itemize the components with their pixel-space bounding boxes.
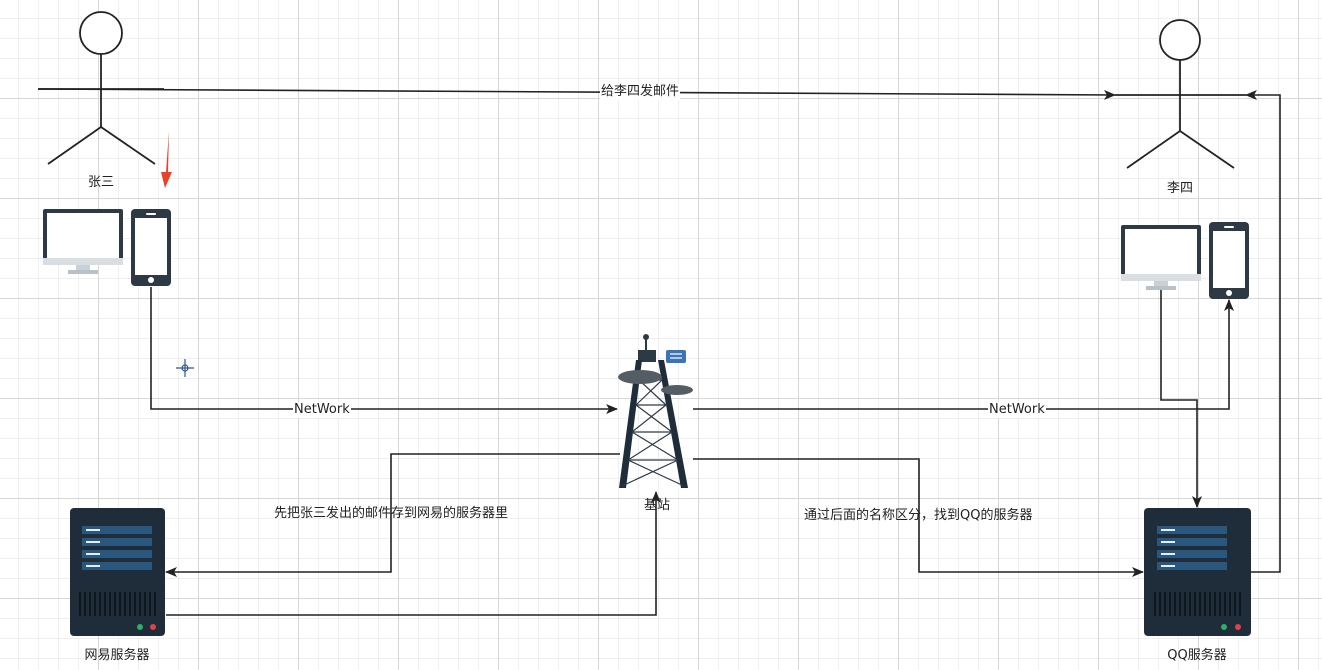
highlight-arrow-icon <box>161 131 172 188</box>
label-lisi: 李四 <box>1166 181 1194 196</box>
monitor-zhangsan-icon[interactable] <box>43 209 123 274</box>
edge-tower-to-lisi-phone[interactable] <box>693 299 1234 410</box>
label-tower: 基站 <box>643 498 671 513</box>
edge-qq-to-lisi[interactable] <box>1245 90 1281 573</box>
label-netease-server: 网易服务器 <box>84 648 150 663</box>
phone-zhangsan-icon[interactable] <box>131 209 171 286</box>
edge-label-store-netease: 先把张三发出的邮件存到网易的服务器里 <box>274 506 509 521</box>
netease-server-icon[interactable] <box>70 508 165 636</box>
edge-label-find-qq: 通过后面的名称区分，找到QQ的服务器 <box>804 508 1033 523</box>
crosshair-cursor-icon <box>176 359 194 377</box>
qq-server-icon[interactable] <box>1144 508 1251 636</box>
label-zhangsan: 张三 <box>87 175 115 190</box>
edge-netease-to-tower[interactable] <box>166 491 661 616</box>
edge-tower-to-netease[interactable] <box>165 453 620 577</box>
edge-lisi-monitor-to-qq[interactable] <box>1160 290 1202 508</box>
edge-label-send-mail: 给李四发邮件 <box>600 84 681 100</box>
edge-send-mail[interactable] <box>37 88 1116 100</box>
edge-tower-to-qq[interactable] <box>693 458 1144 577</box>
cell-tower-icon[interactable] <box>618 334 693 488</box>
edge-label-network-left: NetWork <box>293 402 351 418</box>
edge-label-network-right: NetWork <box>988 402 1046 418</box>
person-lisi-icon[interactable] <box>1115 19 1246 169</box>
phone-lisi-icon[interactable] <box>1209 222 1249 299</box>
label-qq-server: QQ服务器 <box>1167 648 1227 663</box>
monitor-lisi-icon[interactable] <box>1121 225 1201 290</box>
edge-phone-to-tower[interactable] <box>150 287 618 414</box>
person-zhangsan-icon[interactable] <box>47 11 156 165</box>
